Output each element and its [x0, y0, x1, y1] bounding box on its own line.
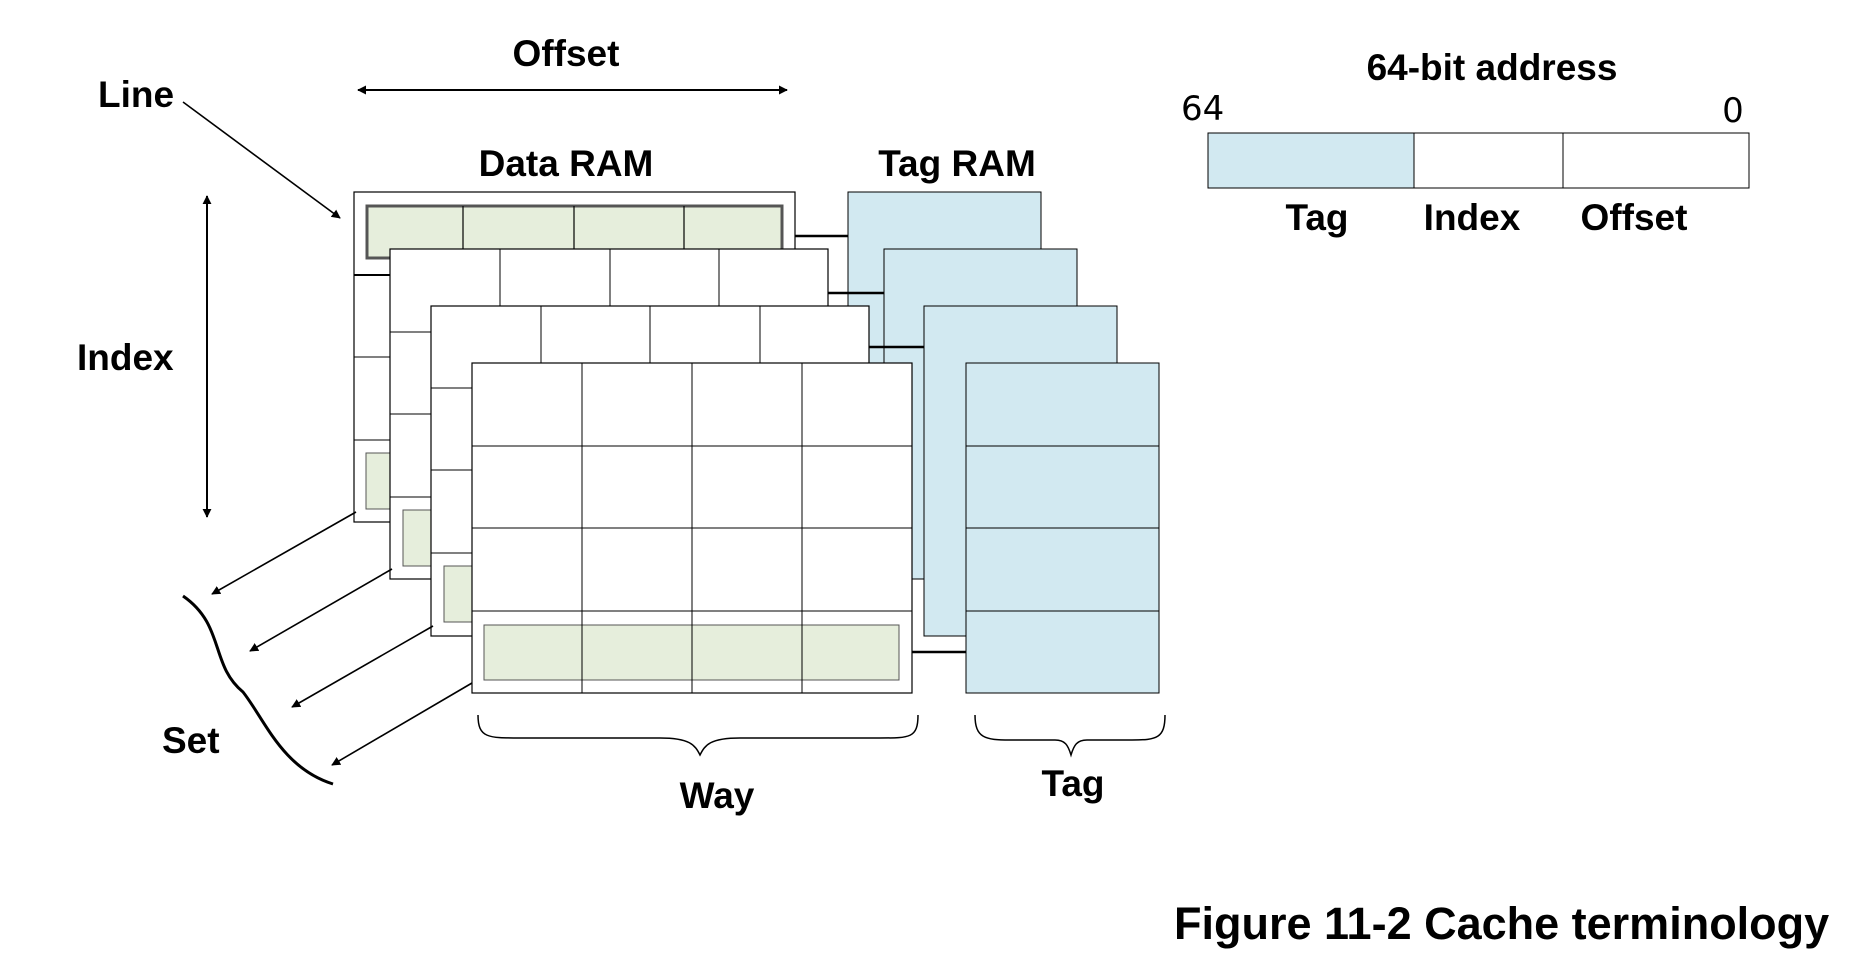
address-index-field	[1413, 132, 1564, 189]
tag-brace	[974, 714, 1166, 758]
way-3	[471, 362, 1160, 694]
line-label: Line	[98, 74, 174, 115]
address-high-bit: 64	[1181, 89, 1224, 129]
address-title: 64-bit address	[1367, 47, 1618, 88]
way-brace	[477, 714, 919, 757]
address-offset-field	[1562, 132, 1750, 189]
tag-label: Tag	[1041, 763, 1104, 804]
line-pointer-arrow	[182, 101, 341, 219]
set-arrow-2	[249, 568, 393, 652]
way-1-set-row	[402, 509, 433, 567]
figure-caption: Figure 11-2 Cache terminology	[1174, 898, 1829, 949]
offset-label: Offset	[513, 33, 620, 74]
address-diagram: 64-bit address 64 0 Tag Index Offset	[1181, 47, 1750, 238]
set-arrow-4	[331, 682, 473, 766]
index-label: Index	[77, 337, 174, 378]
set-arrow-1	[211, 511, 357, 595]
set-label: Set	[162, 720, 220, 761]
way-0-set-row	[365, 452, 393, 510]
data-ram-label: Data RAM	[479, 143, 654, 184]
way-2-set-row	[443, 565, 474, 623]
address-offset-label: Offset	[1581, 197, 1688, 238]
tag-ram-label: Tag RAM	[878, 143, 1036, 184]
address-tag-label: Tag	[1285, 197, 1348, 238]
address-tag-field	[1207, 132, 1415, 189]
set-brace	[182, 594, 334, 786]
address-index-label: Index	[1424, 197, 1521, 238]
set-arrow-3	[291, 625, 434, 708]
way-label: Way	[680, 775, 755, 816]
address-low-bit: 0	[1722, 91, 1744, 131]
